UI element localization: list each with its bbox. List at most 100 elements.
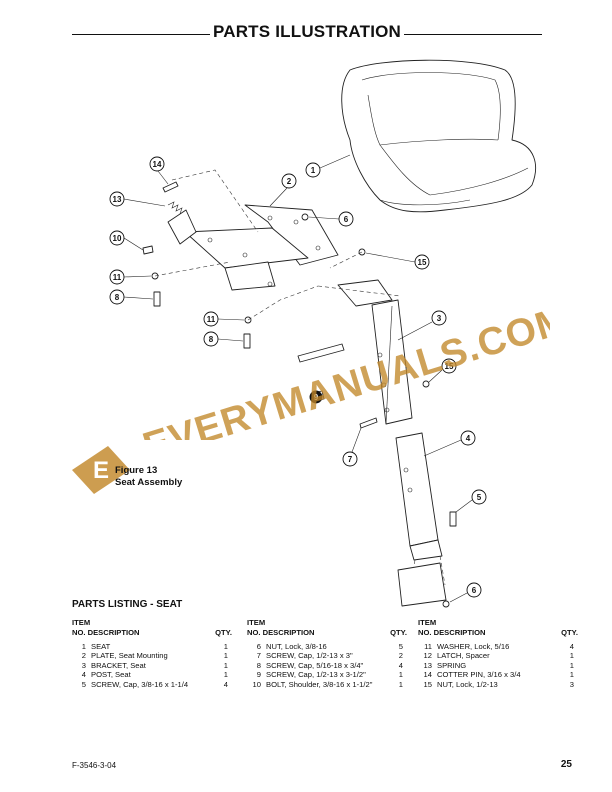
callout-4: 4 <box>423 430 476 457</box>
watermark-logo-badge: E <box>72 446 130 494</box>
part-description: SCREW, Cap, 3/8-16 x 1-1/4 <box>91 679 189 689</box>
part-quantity: 1 <box>223 642 228 651</box>
part-number: 1 <box>81 642 86 651</box>
part-description: BRACKET, Seat <box>91 660 146 670</box>
part-number: 5 <box>81 679 86 689</box>
watermark: EVERYMANUALS.COM <box>138 300 550 440</box>
column-header: NO. DESCRIPTION QTY. <box>418 628 578 638</box>
fasteners <box>142 213 457 608</box>
column-header-qty: QTY. <box>390 627 407 637</box>
part-number: 6 <box>256 642 261 651</box>
part-description: COTTER PIN, 3/16 x 3/4 <box>437 670 521 680</box>
part-number: 15 <box>423 679 432 689</box>
part-quantity: 4 <box>569 642 574 651</box>
part-quantity: 4 <box>223 679 228 689</box>
callout-15a: 15 <box>365 252 430 270</box>
page-title: PARTS ILLUSTRATION <box>212 22 402 41</box>
svg-text:8: 8 <box>115 293 120 302</box>
callout-1: 1 <box>305 154 351 178</box>
latch-spring-part <box>162 181 197 245</box>
svg-text:6: 6 <box>344 215 349 224</box>
seat-bracket-part <box>337 279 413 425</box>
column-header-item: ITEM <box>418 618 437 627</box>
callout-3: 3 <box>397 310 447 341</box>
svg-text:10: 10 <box>113 234 122 243</box>
column-header: NO. DESCRIPTION QTY. <box>72 628 232 638</box>
part-description: SCREW, Cap, 1/2-13 x 3-1/2" <box>266 670 366 680</box>
part-quantity: 1 <box>398 670 403 680</box>
part-number: 4 <box>81 670 86 680</box>
seat-assembly-diagram: 1 2 3 4 5 6 6 7 8 8 9 10 11 11 13 14 15 … <box>109 59 536 608</box>
part-description: WASHER, Lock, 5/16 <box>437 642 510 651</box>
part-number: 7 <box>256 651 261 661</box>
page-header: PARTS ILLUSTRATION <box>72 22 542 46</box>
part-quantity: 1 <box>223 670 228 680</box>
parts-row: 2 PLATE, Seat Mounting 1 <box>72 651 232 660</box>
svg-text:11: 11 <box>113 273 122 282</box>
svg-text:1: 1 <box>311 166 316 175</box>
part-description: NUT, Lock, 3/8-16 <box>266 642 327 651</box>
part-quantity: 1 <box>223 651 228 661</box>
part-quantity: 1 <box>223 660 228 670</box>
seat-part <box>341 59 536 213</box>
callout-14: 14 <box>149 156 169 185</box>
part-number: 3 <box>81 660 86 670</box>
figure-number: Figure 13 <box>115 465 158 476</box>
part-quantity: 1 <box>569 651 574 661</box>
part-description: SEAT <box>91 642 111 651</box>
part-number: 10 <box>252 679 261 689</box>
part-description: LATCH, Spacer <box>437 651 490 661</box>
part-number: 13 <box>423 660 432 670</box>
svg-text:3: 3 <box>437 314 442 323</box>
part-quantity: 2 <box>398 651 403 661</box>
callout-2: 2 <box>269 173 297 207</box>
part-quantity: 3 <box>569 679 574 689</box>
svg-text:9: 9 <box>314 393 319 402</box>
callout-11a: 11 <box>109 269 152 285</box>
svg-text:15: 15 <box>418 258 427 267</box>
column-header-no-desc: NO. DESCRIPTION <box>418 627 486 637</box>
callout-10: 10 <box>109 230 144 251</box>
column-header: NO. DESCRIPTION QTY. <box>247 628 407 638</box>
part-quantity: 1 <box>569 660 574 670</box>
part-quantity: 4 <box>398 660 403 670</box>
svg-text:11: 11 <box>207 315 216 324</box>
watermark-logo-letter: E <box>93 457 109 484</box>
svg-text:15: 15 <box>445 362 454 371</box>
part-number: 8 <box>256 660 261 670</box>
callout-8a: 8 <box>109 289 154 305</box>
assembly-guides <box>154 169 401 321</box>
column-header-no-desc: NO. DESCRIPTION <box>72 627 140 637</box>
callout-6b: 6 <box>449 582 482 603</box>
part-number: 2 <box>81 651 86 661</box>
callout-7: 7 <box>342 427 362 467</box>
parts-row: 9 SCREW, Cap, 1/2-13 x 3-1/2" 1 <box>247 670 407 679</box>
parts-row: 12 LATCH, Spacer 1 <box>418 651 578 660</box>
header-rule-left <box>72 34 210 35</box>
part-number: 12 <box>423 651 432 661</box>
seat-post-part <box>395 432 447 607</box>
part-number: 9 <box>256 670 261 680</box>
column-header-qty: QTY. <box>561 627 578 637</box>
part-quantity: 1 <box>569 670 574 680</box>
page-number: 25 <box>560 759 572 770</box>
callout-9: 9 <box>309 390 323 404</box>
part-number: 14 <box>423 670 432 680</box>
part-description: PLATE, Seat Mounting <box>91 651 168 661</box>
callout-15b: 15 <box>428 358 457 383</box>
svg-text:8: 8 <box>209 335 214 344</box>
callout-11b: 11 <box>203 311 245 327</box>
